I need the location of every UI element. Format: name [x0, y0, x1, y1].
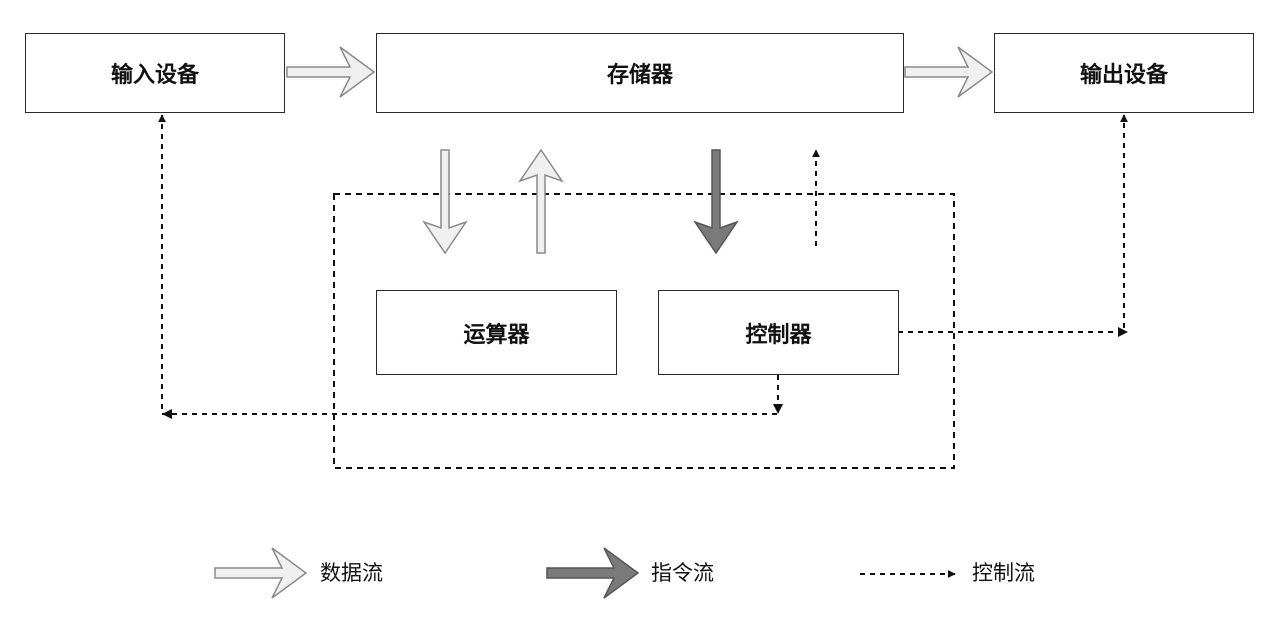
memory-box: 存储器 — [376, 33, 904, 113]
memory-label: 存储器 — [606, 63, 673, 88]
legend-data-flow-label: 数据流 — [320, 561, 383, 585]
data-arrow-input-to-memory — [286, 46, 376, 98]
output-device-box: 输出设备 — [994, 33, 1254, 113]
input-device-label: 输入设备 — [110, 63, 199, 88]
control-arrowhead-left — [162, 409, 172, 419]
legend-data-flow-icon — [214, 547, 308, 599]
input-device-box: 输入设备 — [25, 33, 285, 113]
control-arrowhead-down — [773, 404, 783, 414]
output-device-label: 输出设备 — [1079, 63, 1168, 88]
controller-label: 控制器 — [745, 322, 812, 348]
instruction-arrow-memory-to-controller — [693, 149, 739, 255]
legend-instruction-flow-icon — [546, 547, 640, 599]
data-arrow-memory-to-output — [904, 46, 994, 98]
alu-box: 运算器 — [376, 290, 617, 375]
cpu-dashed-enclosure — [333, 193, 955, 469]
data-arrow-memory-to-alu — [422, 149, 468, 255]
controller-box: 控制器 — [658, 290, 899, 375]
legend-instruction-flow-label: 指令流 — [651, 561, 714, 585]
control-arrowhead-output-right — [1118, 327, 1128, 337]
legend-control-flow-label: 控制流 — [972, 561, 1035, 585]
control-arrow-controller-to-input — [158, 114, 779, 415]
control-arrow-controller-to-output — [898, 114, 1128, 333]
data-arrow-alu-to-memory — [518, 148, 564, 254]
alu-label: 运算器 — [463, 322, 530, 348]
